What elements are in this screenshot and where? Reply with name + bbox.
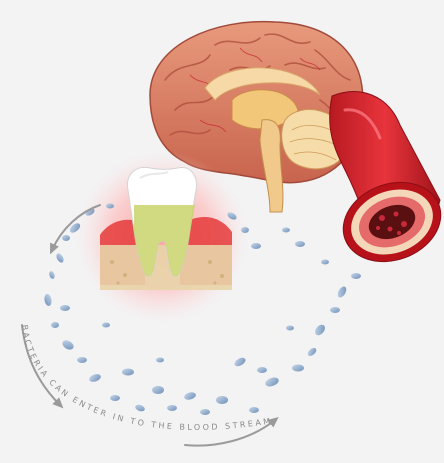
tooth-icon [76, 151, 248, 323]
caption-text: BACTERIA CAN ENTER IN TO THE BLOOD STREA… [20, 324, 273, 432]
artery-icon [330, 92, 444, 275]
